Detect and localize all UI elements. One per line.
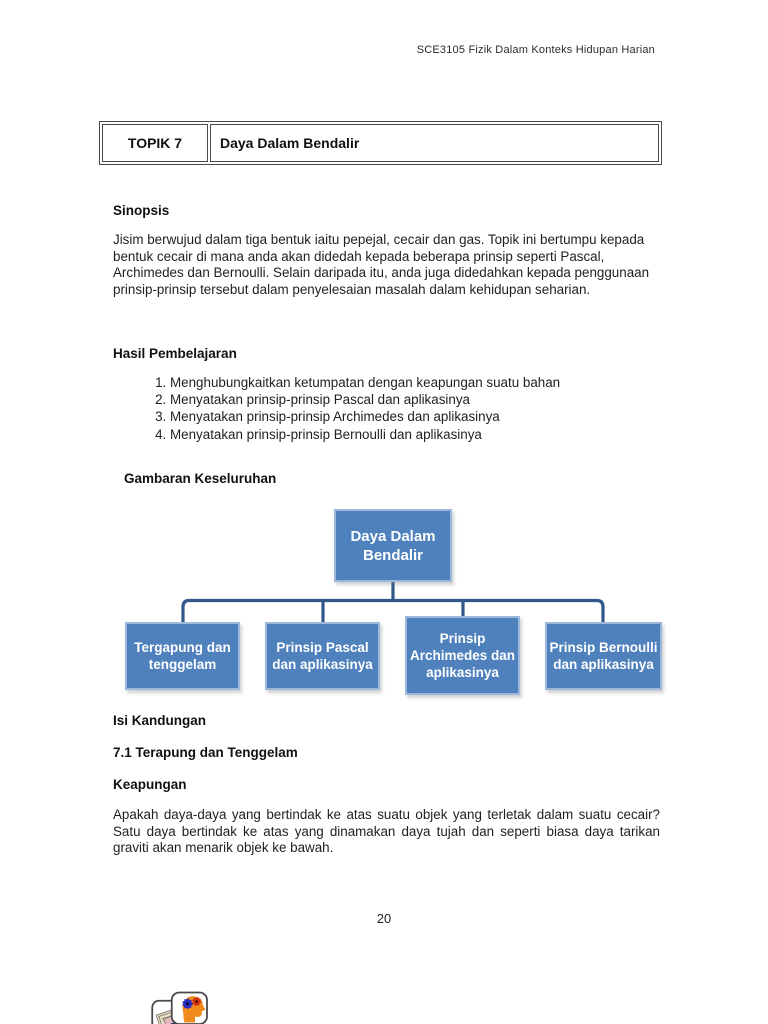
org-chart-root-node: Daya Dalam Bendalir: [334, 509, 452, 582]
heading-sinopsis: Sinopsis: [113, 203, 170, 218]
learning-outcome-item: Menghubungkaitkan ketumpatan dengan keap…: [170, 374, 660, 391]
paragraph-sinopsis: Jisim berwujud dalam tiga bentuk iaitu p…: [113, 232, 650, 297]
org-chart-node-pascal: Prinsip Pascal dan aplikasinya: [265, 622, 380, 690]
org-chart-node-archimedes: Prinsip Archimedes dan aplikasinya: [405, 616, 520, 695]
topic-title-cell: Daya Dalam Bendalir: [210, 124, 659, 162]
learning-outcome-item: Menyatakan prinsip-prinsip Pascal dan ap…: [170, 391, 660, 408]
heading-keapungan: Keapungan: [113, 777, 187, 792]
topic-number-cell: TOPIK 7: [102, 124, 208, 162]
heading-isi-kandungan: Isi Kandungan: [113, 713, 207, 728]
heading-hasil-pembelajaran: Hasil Pembelajaran: [113, 346, 237, 361]
heading-gambaran-keseluruhan: Gambaran Keseluruhan: [124, 471, 277, 486]
learning-outcome-item: Menyatakan prinsip-prinsip Bernoulli dan…: [170, 426, 660, 443]
org-chart-node-bernoulli: Prinsip Bernoulli dan aplikasinya: [545, 622, 662, 690]
running-header: SCE3105 Fizik Dalam Konteks Hidupan Hari…: [416, 44, 655, 56]
org-chart-node-tergapung: Tergapung dan tenggelam: [125, 622, 240, 690]
thinking-head-gears-logo-icon: [151, 991, 208, 1024]
page-number: 20: [376, 911, 392, 926]
heading-7-1-terapung: 7.1 Terapung dan Tenggelam: [113, 745, 298, 760]
paragraph-keapungan: Apakah daya-daya yang bertindak ke atas …: [113, 807, 660, 856]
learning-outcome-item: Menyatakan prinsip-prinsip Archimedes da…: [170, 408, 660, 425]
topic-banner-table: TOPIK 7 Daya Dalam Bendalir: [99, 121, 662, 165]
learning-outcomes-list: Menghubungkaitkan ketumpatan dengan keap…: [113, 374, 660, 443]
